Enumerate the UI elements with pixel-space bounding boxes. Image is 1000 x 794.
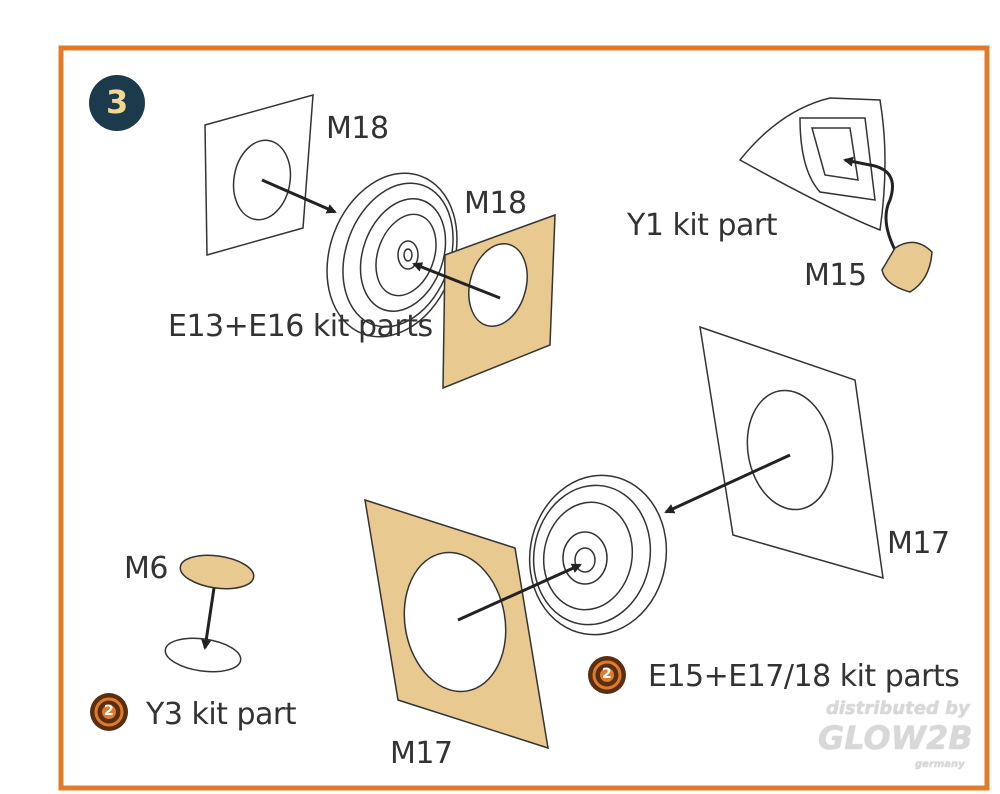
- label-m18-right: M18: [464, 186, 527, 221]
- mask-m17-white: [699, 325, 884, 580]
- label-m17-bottom: M17: [390, 736, 453, 771]
- part-y1: [738, 97, 886, 232]
- label-y3: Y3 kit part: [146, 697, 296, 732]
- part-y3: [164, 637, 242, 673]
- mask-m17-tan: [364, 498, 549, 750]
- repeat-step-icon: [588, 656, 626, 694]
- arrow: [664, 453, 791, 514]
- label-y1: Y1 kit part: [627, 208, 777, 243]
- label-e13-e16: E13+E16 kit parts: [168, 309, 433, 344]
- watermark-line1: distributed by: [826, 698, 970, 719]
- mask-m18-tan: [442, 213, 556, 390]
- label-m18-left: M18: [326, 111, 389, 146]
- wheel-e13-e16: [326, 172, 458, 338]
- watermark-line3: germany: [915, 759, 965, 770]
- repeat-badge-number: 2: [602, 666, 612, 682]
- arrow: [457, 563, 582, 622]
- arrow: [843, 156, 897, 251]
- label-m17-right: M17: [887, 526, 950, 561]
- arrow: [412, 262, 501, 300]
- mask-m18-white: [204, 93, 314, 256]
- label-e15-e17-18: E15+E17/18 kit parts: [648, 659, 960, 694]
- repeat-badge-number: 2: [104, 703, 114, 719]
- mask-m6: [179, 554, 255, 590]
- step-badge: [89, 75, 145, 131]
- label-m6: M6: [124, 551, 168, 586]
- wheel-e15-e17-18: [528, 474, 668, 636]
- label-m15: M15: [804, 258, 867, 293]
- arrow: [261, 178, 337, 214]
- step-frame: [58, 45, 990, 791]
- watermark-logo: GLOW2B: [818, 719, 973, 757]
- mask-m15: [881, 241, 933, 293]
- step-number: 3: [106, 83, 128, 121]
- arrow: [201, 587, 216, 650]
- repeat-step-icon: [90, 693, 128, 731]
